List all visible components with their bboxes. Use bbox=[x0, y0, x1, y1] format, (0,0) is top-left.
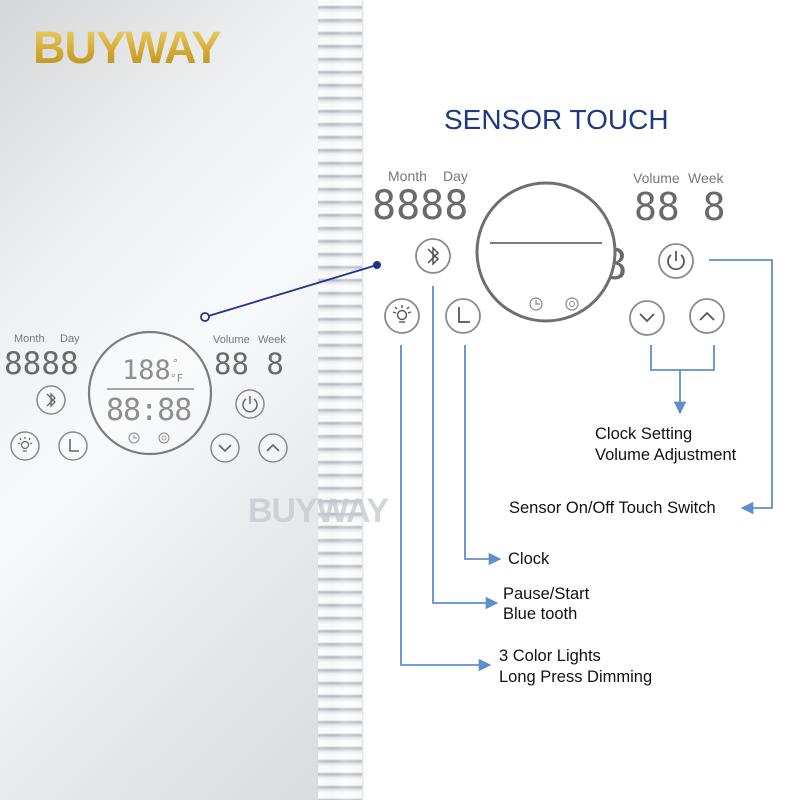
small-bluetooth-button[interactable] bbox=[36, 385, 66, 415]
small-unit-symbol: °F bbox=[170, 372, 183, 385]
light-icon bbox=[392, 305, 412, 323]
label-sensor-switch: Sensor On/Off Touch Switch bbox=[509, 499, 716, 517]
small-volume-label: Volume bbox=[213, 334, 250, 346]
up-button[interactable] bbox=[689, 298, 725, 334]
label-bluetooth: Blue tooth bbox=[503, 605, 578, 623]
small-day-label: Day bbox=[60, 333, 80, 345]
label-pause-start: Pause/Start bbox=[503, 585, 590, 603]
power-icon bbox=[667, 254, 685, 271]
callout-lines bbox=[400, 259, 773, 672]
light-button[interactable] bbox=[384, 298, 420, 334]
label-long-press: Long Press Dimming bbox=[499, 668, 653, 686]
small-up-button[interactable] bbox=[258, 433, 288, 463]
chevron-up-icon bbox=[266, 443, 280, 452]
month-label: Month bbox=[388, 168, 427, 184]
brand-watermark: BUYWAY bbox=[248, 492, 389, 530]
callout-light bbox=[400, 345, 492, 672]
date-display: 8888 bbox=[372, 183, 469, 229]
week-label: Week bbox=[688, 170, 724, 186]
callout-clock bbox=[464, 345, 502, 566]
small-clock-display: 88:88 bbox=[106, 393, 192, 428]
clock-icon bbox=[69, 439, 79, 452]
bluetooth-button[interactable] bbox=[415, 238, 451, 274]
volume-label: Volume bbox=[633, 170, 680, 186]
small-degree-symbol: ° bbox=[172, 357, 181, 370]
bluetooth-icon bbox=[427, 246, 440, 266]
clock-icon bbox=[458, 307, 470, 323]
down-button[interactable] bbox=[629, 300, 665, 336]
small-sound-indicator-icon bbox=[158, 432, 170, 444]
label-clock-setting: Clock Setting bbox=[595, 425, 693, 443]
sound-indicator-icon bbox=[565, 297, 579, 311]
small-power-button[interactable] bbox=[235, 389, 265, 419]
small-clock-indicator-icon bbox=[128, 432, 140, 444]
label-clock: Clock bbox=[508, 550, 550, 568]
volume-week-display: 88 8 bbox=[634, 185, 726, 229]
power-button[interactable] bbox=[658, 243, 694, 279]
page-title: SENSOR TOUCH bbox=[444, 104, 669, 135]
small-clock-button[interactable] bbox=[58, 431, 88, 461]
callout-bluetooth bbox=[432, 286, 499, 610]
callout-power bbox=[709, 259, 773, 515]
small-month-label: Month bbox=[14, 333, 45, 345]
small-down-button[interactable] bbox=[210, 433, 240, 463]
brand-logo: BUYWAY bbox=[33, 22, 221, 73]
chevron-down-icon bbox=[218, 444, 232, 453]
day-label: Day bbox=[443, 168, 468, 184]
power-icon bbox=[242, 398, 258, 413]
small-light-button[interactable] bbox=[10, 431, 40, 461]
small-temp-display: 188 bbox=[122, 355, 171, 386]
chevron-up-icon bbox=[699, 311, 715, 321]
bluetooth-icon bbox=[46, 392, 56, 408]
callout-up-down bbox=[650, 345, 715, 371]
clock-indicator-icon bbox=[529, 297, 543, 311]
pointer-line bbox=[200, 261, 381, 322]
small-volume-display: 88 8 bbox=[214, 347, 284, 381]
mirror-beveled-edge bbox=[318, 0, 362, 800]
clock-button[interactable] bbox=[445, 298, 481, 334]
label-color-lights: 3 Color Lights bbox=[499, 647, 601, 665]
small-week-label: Week bbox=[258, 334, 286, 346]
chevron-down-icon bbox=[639, 313, 655, 323]
light-icon bbox=[17, 437, 33, 452]
small-date-display: 8888 bbox=[4, 346, 79, 382]
small-display-ring bbox=[87, 330, 213, 456]
mirror-surface bbox=[0, 0, 330, 800]
label-volume-adjustment: Volume Adjustment bbox=[595, 446, 737, 464]
display-ring bbox=[475, 181, 617, 323]
